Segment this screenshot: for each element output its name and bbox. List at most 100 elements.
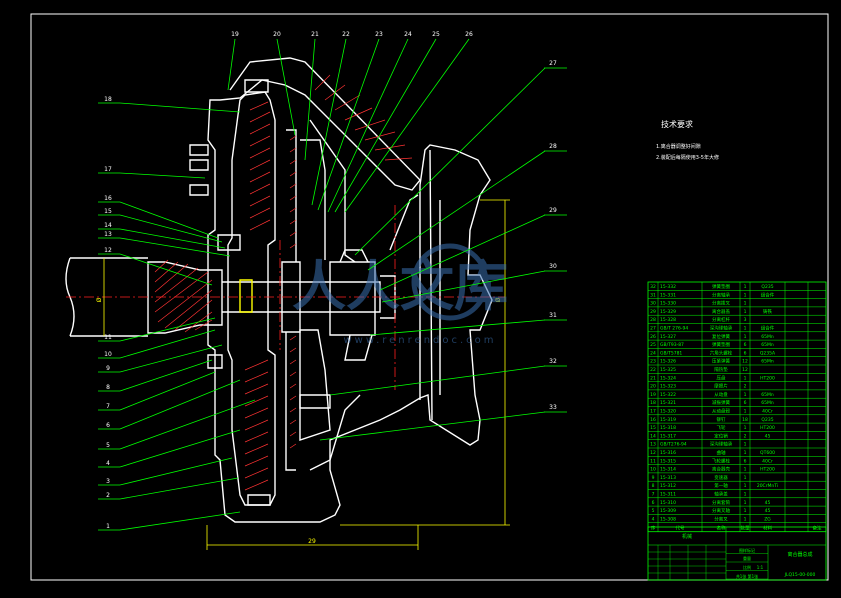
part-label-2: 2	[106, 492, 110, 499]
bom-row-material: 组合件	[761, 325, 775, 332]
leader-lines	[98, 38, 567, 531]
bom-row-code: 15-317	[660, 433, 676, 439]
bom-row-name: 轴承盖	[714, 491, 728, 498]
bom-row-no: 6	[652, 500, 655, 506]
bom-row-no: 23	[650, 359, 656, 365]
part-label-31: 31	[549, 312, 557, 319]
part-label-1: 1	[106, 523, 110, 530]
bom-row-no: 7	[652, 492, 655, 498]
bom-row-name: 分离轴承	[712, 291, 730, 298]
bom-row-code: 15-320	[660, 409, 676, 415]
bom-row-material: 65Mn	[761, 400, 774, 406]
bom-row-qty: 1	[744, 450, 747, 456]
bom-row-material: 40Cr	[762, 409, 773, 415]
release-fork	[344, 194, 419, 361]
bom-row-qty: 1	[744, 309, 747, 315]
title-block-weight: 重量	[743, 555, 751, 561]
title-block-drawing-no: JLQ15-00-000	[784, 572, 816, 578]
bom-row-no: 19	[650, 392, 656, 398]
bom-row-qty: 1	[744, 292, 747, 298]
bom-row-no: 29	[650, 309, 656, 315]
bom-row-no: 17	[650, 409, 656, 415]
part-label-23: 23	[375, 31, 383, 38]
tech-requirement-2: 2.装配后每隔使用3-5年大修	[656, 154, 719, 161]
bom-row-name: 从动盘毂	[712, 408, 730, 415]
tech-requirement-1: 1.离合器调整好间隙	[656, 143, 701, 150]
bom-header-qty: 数量	[741, 525, 750, 532]
bom-row-code: 15-331	[660, 292, 676, 298]
part-label-33: 33	[549, 404, 557, 411]
bom-row-code: GB/T 276-94	[660, 326, 688, 332]
part-label-15: 15	[104, 208, 112, 215]
bom-row-no: 31	[650, 292, 656, 298]
part-label-12: 12	[104, 247, 112, 254]
bom-row-qty: 1	[744, 334, 747, 340]
part-label-5: 5	[106, 442, 110, 449]
bom-row-code: 15-318	[660, 425, 676, 431]
bom-row-material: 40Cr	[762, 458, 773, 464]
bom-row-material: 45	[765, 433, 771, 439]
part-label-17: 17	[104, 166, 112, 173]
bom-row-name: 分离套筒	[712, 499, 730, 506]
bom-row-code: 15-332	[660, 284, 676, 290]
bom-row-code: 15-313	[660, 475, 676, 481]
bom-row-no: 28	[650, 317, 656, 323]
bom-row-name: 分离拨叉	[712, 300, 730, 307]
bom-row-name: 六角头螺栓	[710, 349, 733, 356]
bom-row-no: 26	[650, 334, 656, 340]
bom-row-code: 15-314	[660, 467, 676, 473]
bom-row-no: 10	[650, 467, 656, 473]
centerlines	[66, 205, 505, 390]
crank-flange	[147, 261, 223, 334]
bom-row-code: 15-311	[660, 492, 676, 498]
bom-row-code: 15-312	[660, 483, 676, 489]
bom-row-code: GB/T276-94	[660, 442, 687, 448]
bom-row-qty: 6	[744, 400, 747, 406]
part-label-8: 8	[106, 384, 110, 391]
bom-row-code: 15-315	[660, 458, 676, 464]
title-block-scale: 1:1	[757, 565, 764, 570]
bom-row-name: 定位销	[714, 432, 728, 439]
part-label-6: 6	[106, 422, 110, 429]
bom-row-no: 16	[650, 417, 656, 423]
title-block-company: 机械	[682, 533, 692, 540]
pressure-springs	[299, 394, 331, 409]
bom-row-qty: 6	[744, 458, 747, 464]
bom-row-qty: 1	[744, 475, 747, 481]
bom-row-material: 65Mn	[761, 334, 774, 340]
part-label-32: 32	[549, 358, 557, 365]
part-label-9: 9	[106, 365, 110, 372]
bom-row-code: 15-309	[660, 508, 676, 514]
bom-row-code: 15-321	[660, 400, 676, 406]
bom-row-qty: 12	[742, 359, 748, 365]
bom-row-name: 从动盘	[714, 391, 728, 398]
bom-row-name: 复位弹簧	[712, 333, 730, 340]
part-label-20: 20	[273, 31, 281, 38]
title-block-stage: 图样标记	[739, 547, 755, 553]
bom-row-name: 摩擦片	[714, 383, 728, 390]
bom-row-code: 15-308	[660, 516, 676, 522]
bom-row-code: 15-324	[660, 375, 676, 381]
bom-row-code: 15-327	[660, 334, 676, 340]
bom-row-no: 24	[650, 350, 656, 356]
bom-row-name: 深沟球轴承	[710, 325, 733, 332]
bom-row-name: 铆钉	[717, 416, 726, 423]
part-label-16: 16	[104, 195, 112, 202]
bom-row-qty: 1	[744, 392, 747, 398]
bom-row-no: 27	[650, 326, 656, 332]
bom-row-material: ZG	[764, 516, 771, 522]
bom-row-code: 15-323	[660, 384, 676, 390]
bom-row-no: 22	[650, 367, 656, 373]
bom-row-name: 离合器盖	[712, 308, 730, 315]
part-label-18: 18	[104, 96, 112, 103]
bom-row-qty: 1	[744, 326, 747, 332]
bom-row-qty: 2	[744, 433, 747, 439]
bom-row-no: 21	[650, 375, 656, 381]
bom-row-code: 15-326	[660, 359, 676, 365]
bom-row-no: 15	[650, 425, 656, 431]
bom-row-qty: 1	[744, 301, 747, 307]
part-label-3: 3	[106, 478, 110, 485]
